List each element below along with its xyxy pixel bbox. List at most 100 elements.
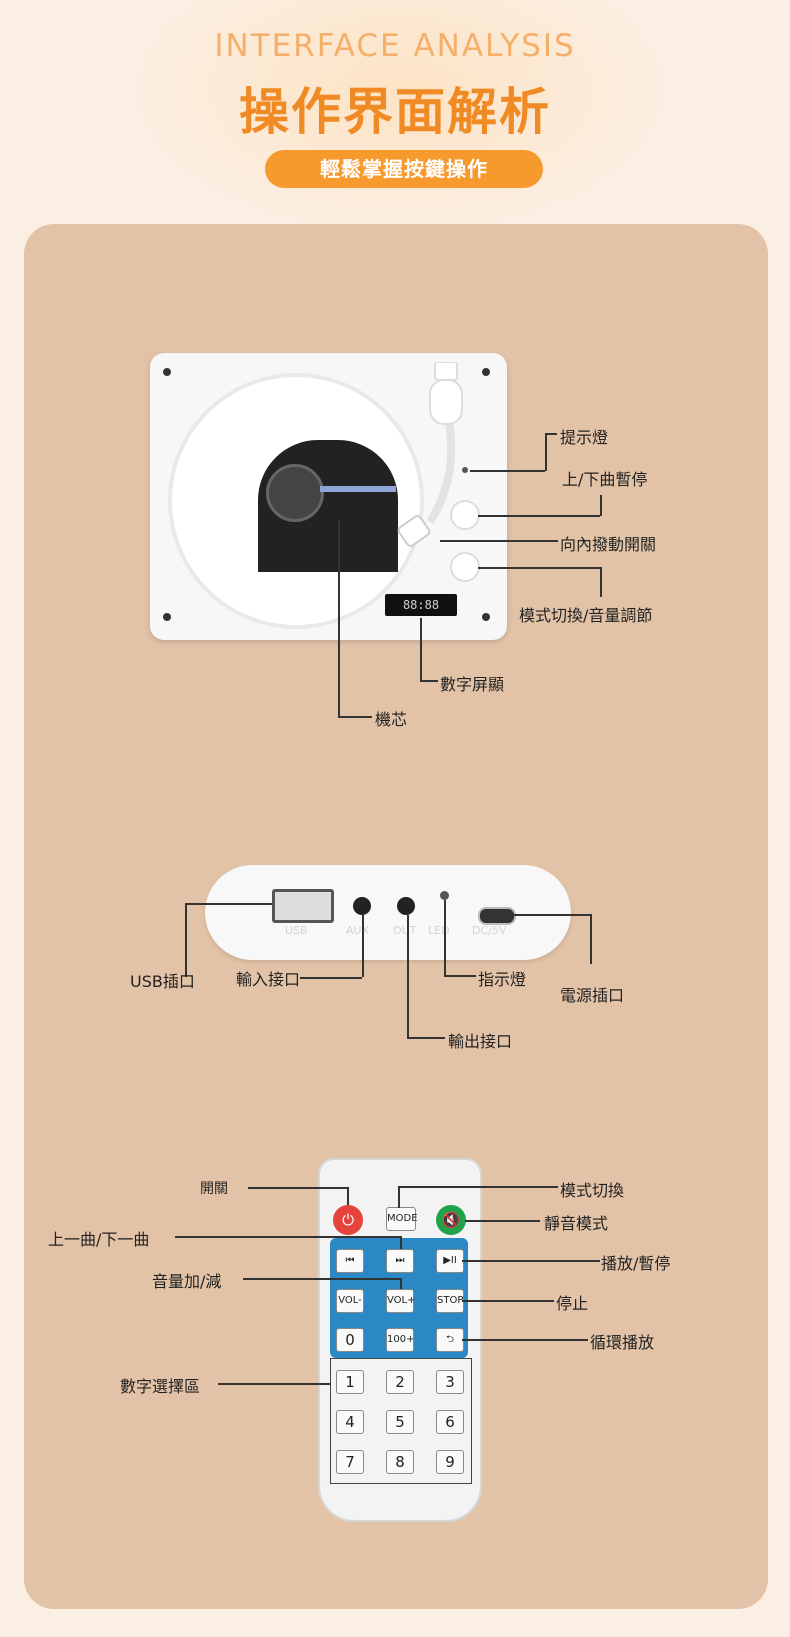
port-label: USB: [285, 924, 308, 937]
spindle-icon: [266, 464, 324, 522]
callout-line: [478, 567, 600, 569]
callout-line: [362, 915, 364, 977]
callout-line: [465, 1220, 540, 1222]
callout-line: [462, 1339, 588, 1341]
label-power-btn: 開關: [200, 1181, 228, 1197]
callout-line: [338, 716, 372, 718]
callout-line: [600, 567, 602, 597]
port-label: OUT: [393, 924, 417, 937]
num-0-button[interactable]: 0: [336, 1328, 364, 1352]
num-7-button[interactable]: 7: [336, 1450, 364, 1474]
callout-line: [444, 900, 446, 975]
label-loop: 循環播放: [590, 1333, 655, 1352]
prev-button[interactable]: ⏮: [336, 1249, 364, 1273]
callout-line: [398, 1186, 558, 1188]
next-button[interactable]: ⏭: [386, 1249, 414, 1273]
prev-next-knob[interactable]: [450, 500, 480, 530]
label-prev-next: 上一曲/下一曲: [48, 1230, 150, 1249]
num-100-button[interactable]: 100+: [386, 1328, 414, 1352]
callout-line: [243, 1278, 400, 1280]
led-indicator: [440, 891, 449, 900]
label-input: 輸入接口: [236, 970, 301, 989]
callout-line: [590, 914, 592, 964]
play-pause-button[interactable]: ▶II: [436, 1249, 464, 1273]
label-power: 電源插口: [560, 986, 625, 1005]
label-mode-volume: 模式切換/音量調節: [519, 606, 653, 625]
label-toggle-switch: 向內撥動開關: [560, 535, 657, 554]
label-usb: USB插口: [130, 972, 195, 991]
num-6-button[interactable]: 6: [436, 1410, 464, 1434]
label-mute: 靜音模式: [544, 1214, 609, 1233]
label-stop: 停止: [556, 1294, 589, 1313]
callout-line: [400, 1236, 402, 1249]
digital-display: 88:88: [385, 594, 457, 616]
num-8-button[interactable]: 8: [386, 1450, 414, 1474]
cd-mechanism: [258, 440, 398, 572]
label-numpad: 數字選擇區: [120, 1377, 201, 1396]
laser-rail: [320, 486, 396, 492]
label-indicator-back: 指示燈: [478, 970, 527, 989]
callout-line: [400, 1278, 402, 1289]
callout-line: [478, 515, 600, 517]
label-mechanism: 機芯: [375, 710, 408, 729]
mode-volume-knob[interactable]: [450, 552, 480, 582]
port-label: AUX: [346, 924, 370, 937]
callout-line: [338, 520, 340, 716]
num-9-button[interactable]: 9: [436, 1450, 464, 1474]
callout-line: [545, 433, 557, 435]
callout-line: [300, 977, 362, 979]
num-3-button[interactable]: 3: [436, 1370, 464, 1394]
callout-line: [347, 1187, 349, 1205]
callout-line: [420, 680, 438, 682]
stop-button[interactable]: STOP: [436, 1289, 464, 1313]
port-label: LED: [428, 924, 450, 937]
callout-line: [407, 1037, 445, 1039]
num-2-button[interactable]: 2: [386, 1370, 414, 1394]
callout-line: [420, 618, 422, 680]
callout-line: [185, 903, 272, 905]
cd-player-ports: [205, 865, 571, 960]
label-mode-switch: 模式切換: [560, 1181, 625, 1200]
mute-button[interactable]: 🔇: [436, 1205, 466, 1235]
header-glow: [120, 0, 680, 240]
mode-button[interactable]: MODE: [386, 1207, 418, 1231]
power-button[interactable]: ⏻: [333, 1205, 363, 1235]
label-prev-next-pause: 上/下曲暫停: [562, 470, 648, 489]
label-display: 數字屏顯: [440, 675, 505, 694]
callout-line: [175, 1236, 400, 1238]
num-4-button[interactable]: 4: [336, 1410, 364, 1434]
typec-port: [478, 907, 516, 925]
screw-icon: [163, 368, 171, 376]
aux-jack: [353, 897, 371, 915]
page-title-en: INTERFACE ANALYSIS: [214, 28, 576, 64]
num-5-button[interactable]: 5: [386, 1410, 414, 1434]
callout-line: [444, 975, 476, 977]
screw-icon: [163, 613, 171, 621]
callout-line: [470, 470, 545, 472]
callout-line: [398, 1186, 400, 1208]
num-1-button[interactable]: 1: [336, 1370, 364, 1394]
callout-line: [248, 1187, 348, 1189]
callout-line: [545, 433, 547, 471]
loop-button[interactable]: ⮌: [436, 1328, 464, 1352]
callout-line: [462, 1300, 554, 1302]
callout-line: [440, 540, 558, 542]
tonearm-icon: [397, 362, 463, 547]
callout-line: [218, 1383, 330, 1385]
out-jack: [397, 897, 415, 915]
callout-line: [462, 1260, 600, 1262]
vol-plus-button[interactable]: VOL+: [386, 1289, 416, 1313]
label-volume: 音量加/減: [152, 1272, 222, 1291]
screw-icon: [482, 613, 490, 621]
label-output: 輸出接口: [448, 1032, 513, 1051]
screw-icon: [482, 368, 490, 376]
callout-line: [407, 915, 409, 1037]
label-play-pause: 播放/暫停: [601, 1254, 671, 1273]
callout-line: [600, 495, 602, 516]
callout-line: [512, 914, 590, 916]
usb-port: [272, 889, 334, 923]
numpad-frame: [330, 1358, 472, 1484]
indicator-light: [462, 467, 468, 473]
subtitle-badge: 輕鬆掌握按鍵操作: [265, 150, 543, 188]
vol-minus-button[interactable]: VOL-: [336, 1289, 364, 1313]
